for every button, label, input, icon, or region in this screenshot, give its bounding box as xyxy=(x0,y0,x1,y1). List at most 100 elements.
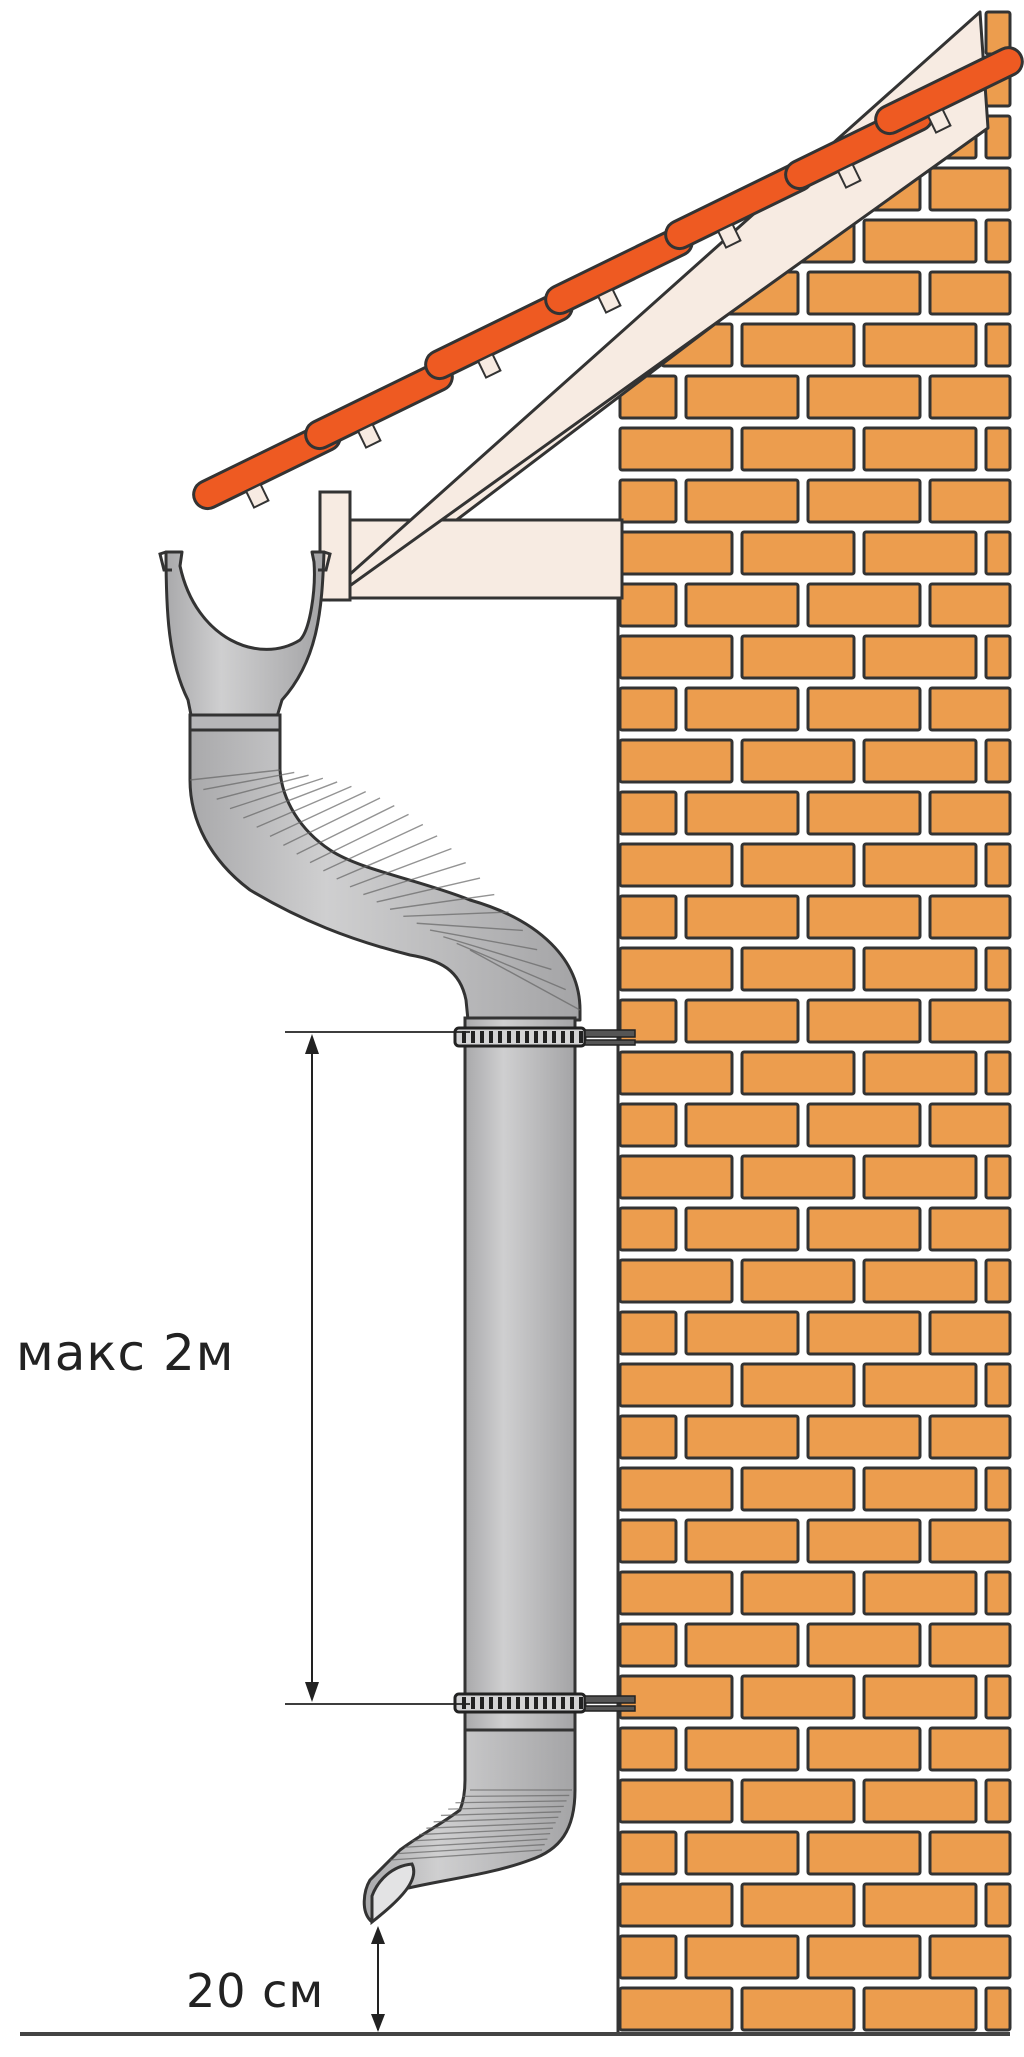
brick xyxy=(806,1518,922,1564)
roof xyxy=(192,10,1024,602)
brick xyxy=(618,1934,678,1980)
brick xyxy=(740,1362,856,1408)
brick xyxy=(862,322,978,368)
brick xyxy=(618,530,734,576)
brick xyxy=(618,1102,678,1148)
brick xyxy=(740,322,856,368)
brick xyxy=(740,1986,856,2032)
brick xyxy=(862,1570,978,1616)
brick xyxy=(740,842,856,888)
brick xyxy=(984,426,1012,472)
brick xyxy=(618,1154,734,1200)
brick xyxy=(740,1050,856,1096)
brick xyxy=(684,374,800,420)
brick xyxy=(740,1778,856,1824)
brick xyxy=(618,790,678,836)
gutter-outlet xyxy=(158,550,332,733)
brick xyxy=(862,1986,978,2032)
brick xyxy=(618,478,678,524)
brick xyxy=(928,582,1012,628)
shoe-mouth xyxy=(370,1862,416,1926)
brick xyxy=(684,1622,800,1668)
brick xyxy=(928,374,1012,420)
brick xyxy=(618,1570,734,1616)
brick xyxy=(984,322,1012,368)
brick xyxy=(684,1102,800,1148)
brick xyxy=(618,1726,678,1772)
brick xyxy=(928,1206,1012,1252)
brick xyxy=(928,1726,1012,1772)
dimension-ground-gap xyxy=(371,1926,385,2032)
elbow-ribs xyxy=(189,769,581,1011)
brick xyxy=(740,634,856,680)
brick xyxy=(684,1206,800,1252)
brick xyxy=(740,1882,856,1928)
brick xyxy=(928,686,1012,732)
brick xyxy=(862,530,978,576)
brick xyxy=(862,1050,978,1096)
brick xyxy=(862,946,978,992)
brick xyxy=(984,1570,1012,1616)
brick xyxy=(684,1934,800,1980)
brick xyxy=(684,1310,800,1356)
brick xyxy=(618,842,734,888)
brick xyxy=(684,686,800,732)
brick xyxy=(928,1310,1012,1356)
brick xyxy=(862,1778,978,1824)
brick xyxy=(618,1518,678,1564)
brick xyxy=(740,1674,856,1720)
brick xyxy=(684,998,800,1044)
brick xyxy=(984,1778,1012,1824)
roof-tiles xyxy=(192,46,1024,511)
brick xyxy=(862,1258,978,1304)
brick xyxy=(618,1310,678,1356)
brick xyxy=(928,1102,1012,1148)
brick xyxy=(740,530,856,576)
brick xyxy=(928,478,1012,524)
brick xyxy=(806,374,922,420)
brick xyxy=(984,114,1012,160)
brick xyxy=(806,790,922,836)
brick xyxy=(984,1154,1012,1200)
brick xyxy=(684,582,800,628)
gutter-funnel xyxy=(164,550,326,722)
brick xyxy=(984,842,1012,888)
brick xyxy=(984,946,1012,992)
brick xyxy=(806,1726,922,1772)
offset-elbow xyxy=(188,728,582,1022)
brick xyxy=(618,1674,734,1720)
max-spacing-label: макс 2м xyxy=(16,1324,235,1382)
brick xyxy=(928,894,1012,940)
brick xyxy=(618,1830,678,1876)
brick xyxy=(740,946,856,992)
brick xyxy=(740,738,856,784)
brick xyxy=(806,270,922,316)
brick xyxy=(740,1466,856,1512)
brick xyxy=(618,1050,734,1096)
downpipe-shoe xyxy=(362,1728,577,1926)
brick xyxy=(740,1258,856,1304)
brick xyxy=(684,1414,800,1460)
brick xyxy=(806,1206,922,1252)
brick xyxy=(618,1778,734,1824)
brick xyxy=(984,530,1012,576)
brick xyxy=(806,1414,922,1460)
brick xyxy=(806,1830,922,1876)
brick xyxy=(806,582,922,628)
brick xyxy=(862,1882,978,1928)
brick xyxy=(984,1986,1012,2032)
brick xyxy=(618,946,734,992)
brick xyxy=(862,1466,978,1512)
roof-tile xyxy=(424,291,574,381)
brick xyxy=(618,1206,678,1252)
brick xyxy=(618,1882,734,1928)
brick xyxy=(806,1102,922,1148)
brick xyxy=(984,218,1012,264)
brick xyxy=(862,426,978,472)
brick xyxy=(928,1830,1012,1876)
brick xyxy=(928,998,1012,1044)
brick xyxy=(740,1570,856,1616)
downpipe xyxy=(463,1016,577,1732)
brick xyxy=(684,1518,800,1564)
